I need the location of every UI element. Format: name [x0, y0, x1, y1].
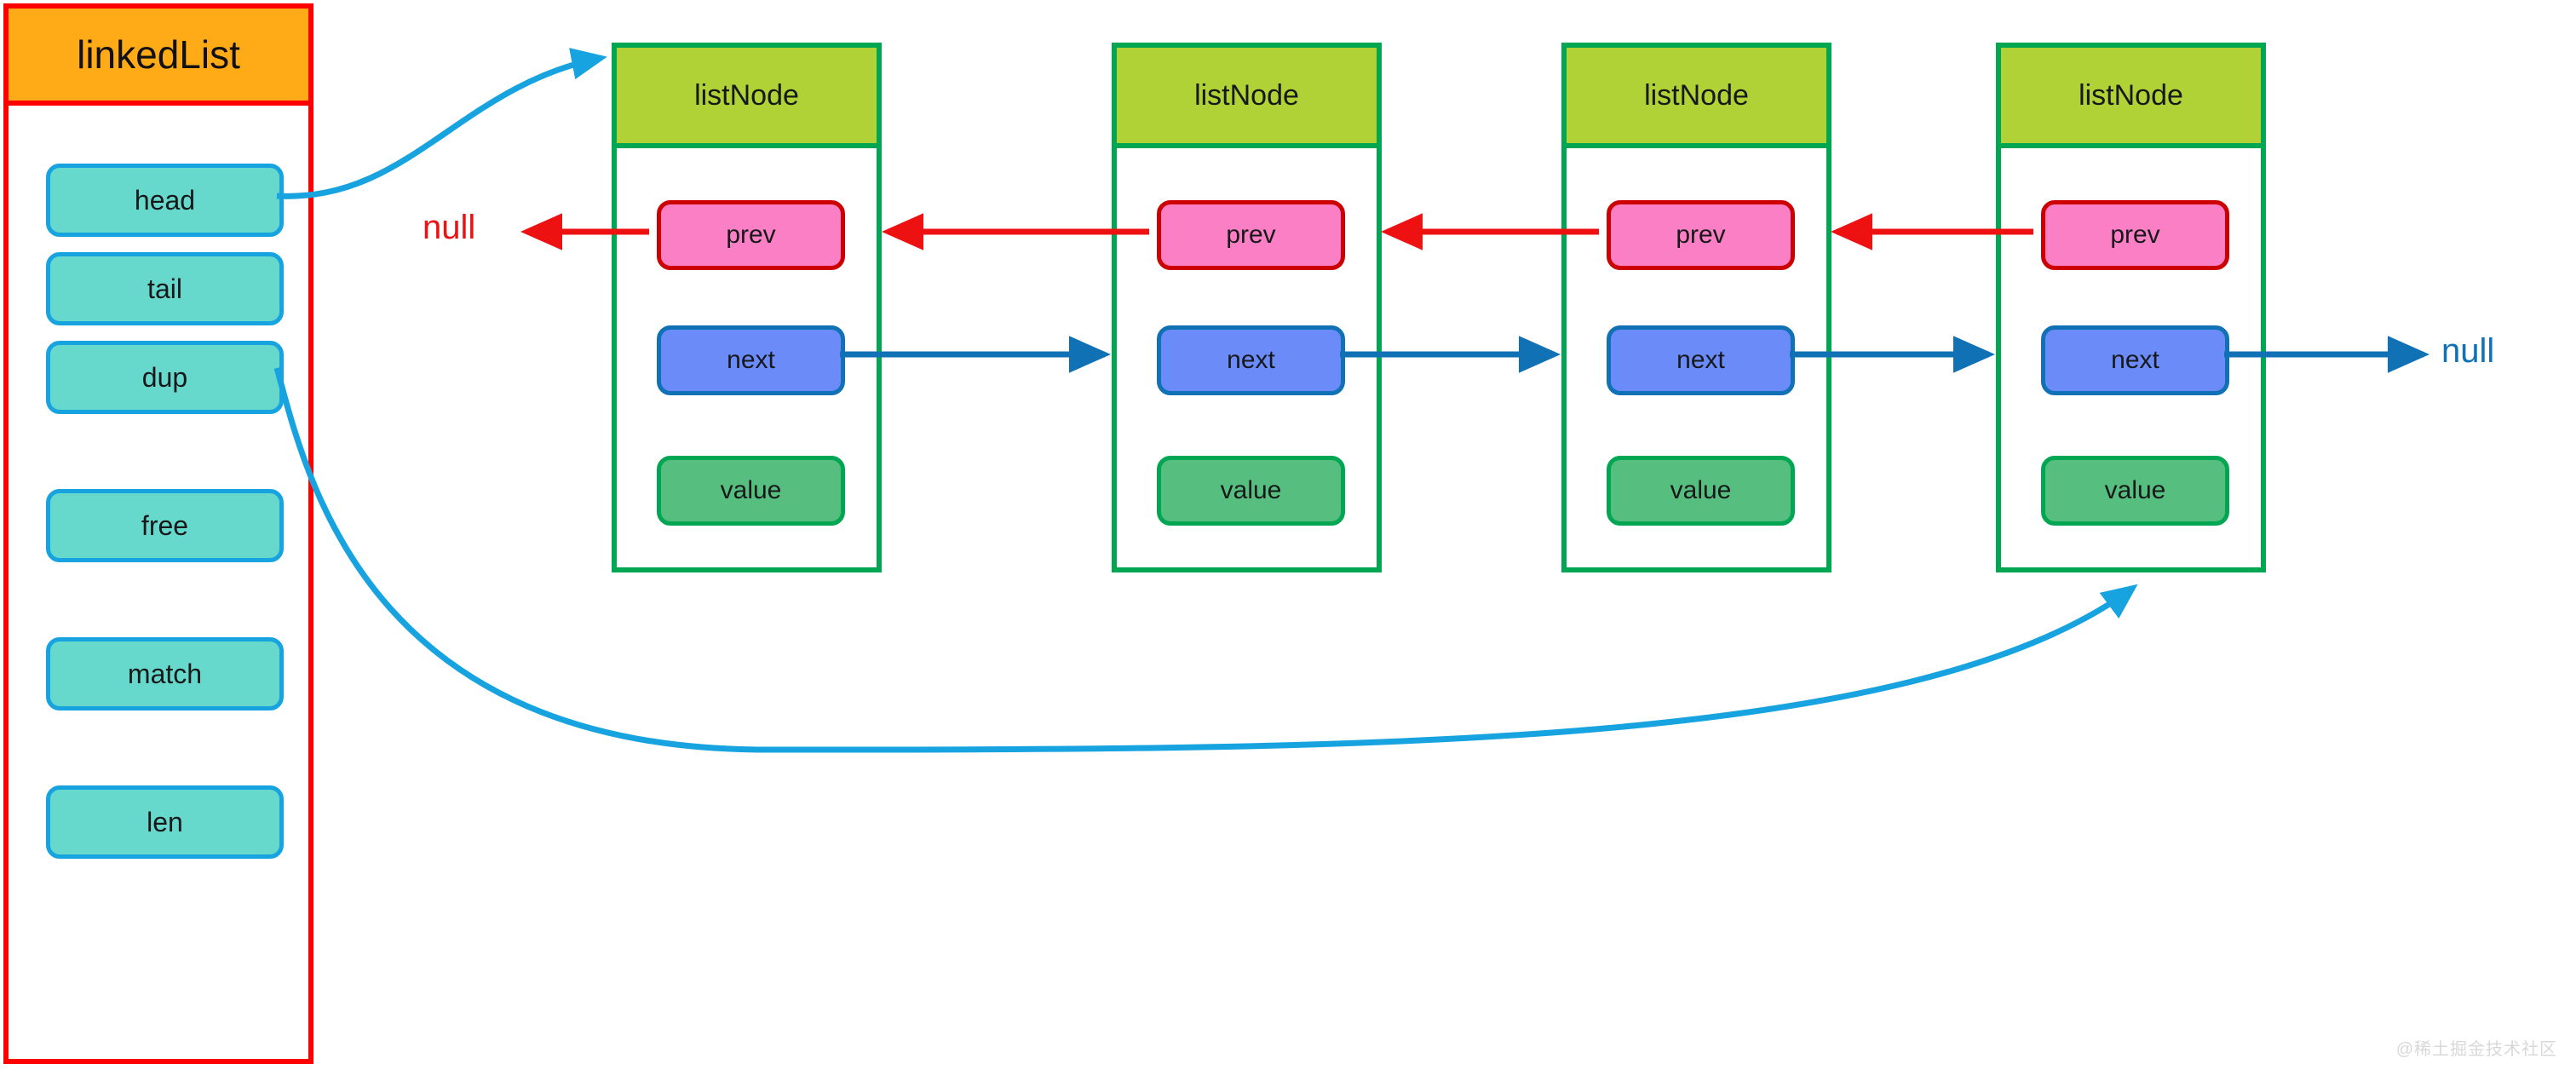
list-node-title-divider — [617, 143, 877, 148]
list-node-4[interactable]: listNode prev next value — [1996, 43, 2266, 572]
list-node-2[interactable]: listNode prev next value — [1112, 43, 1382, 572]
node-prev-slot[interactable]: prev — [1157, 200, 1345, 270]
list-node-title-divider — [1567, 143, 1826, 148]
watermark: @稀土掘金技术社区 — [2395, 1040, 2557, 1059]
struct-title: linkedList — [9, 9, 308, 101]
null-label-prev: null — [423, 209, 476, 246]
node-next-slot[interactable]: next — [1607, 325, 1795, 395]
node-next-slot[interactable]: next — [2041, 325, 2229, 395]
struct-field-tail[interactable]: tail — [46, 252, 284, 325]
list-node-title-divider — [2001, 143, 2261, 148]
node-next-slot[interactable]: next — [657, 325, 845, 395]
node-prev-slot[interactable]: prev — [2041, 200, 2229, 270]
node-value-slot[interactable]: value — [1157, 456, 1345, 526]
struct-title-divider — [9, 101, 308, 106]
list-node-title: listNode — [2001, 48, 2261, 143]
struct-field-match[interactable]: match — [46, 637, 284, 710]
node-value-slot[interactable]: value — [1607, 456, 1795, 526]
list-node-title: listNode — [1117, 48, 1377, 143]
struct-field-head[interactable]: head — [46, 164, 284, 237]
node-prev-slot[interactable]: prev — [1607, 200, 1795, 270]
list-node-1[interactable]: listNode prev next value — [612, 43, 882, 572]
struct-field-len[interactable]: len — [46, 785, 284, 859]
list-node-title: listNode — [1567, 48, 1826, 143]
null-label-next: null — [2441, 332, 2495, 370]
node-next-slot[interactable]: next — [1157, 325, 1345, 395]
arrow-head-to-node1 — [276, 48, 607, 199]
linkedlist-struct-panel: linkedList head tail dup free match len — [3, 3, 313, 1064]
node-value-slot[interactable]: value — [2041, 456, 2229, 526]
struct-field-free[interactable]: free — [46, 489, 284, 562]
list-node-title-divider — [1117, 143, 1377, 148]
node-value-slot[interactable]: value — [657, 456, 845, 526]
list-node-3[interactable]: listNode prev next value — [1561, 43, 1831, 572]
struct-field-dup[interactable]: dup — [46, 341, 284, 414]
node-prev-slot[interactable]: prev — [657, 200, 845, 270]
list-node-title: listNode — [617, 48, 877, 143]
